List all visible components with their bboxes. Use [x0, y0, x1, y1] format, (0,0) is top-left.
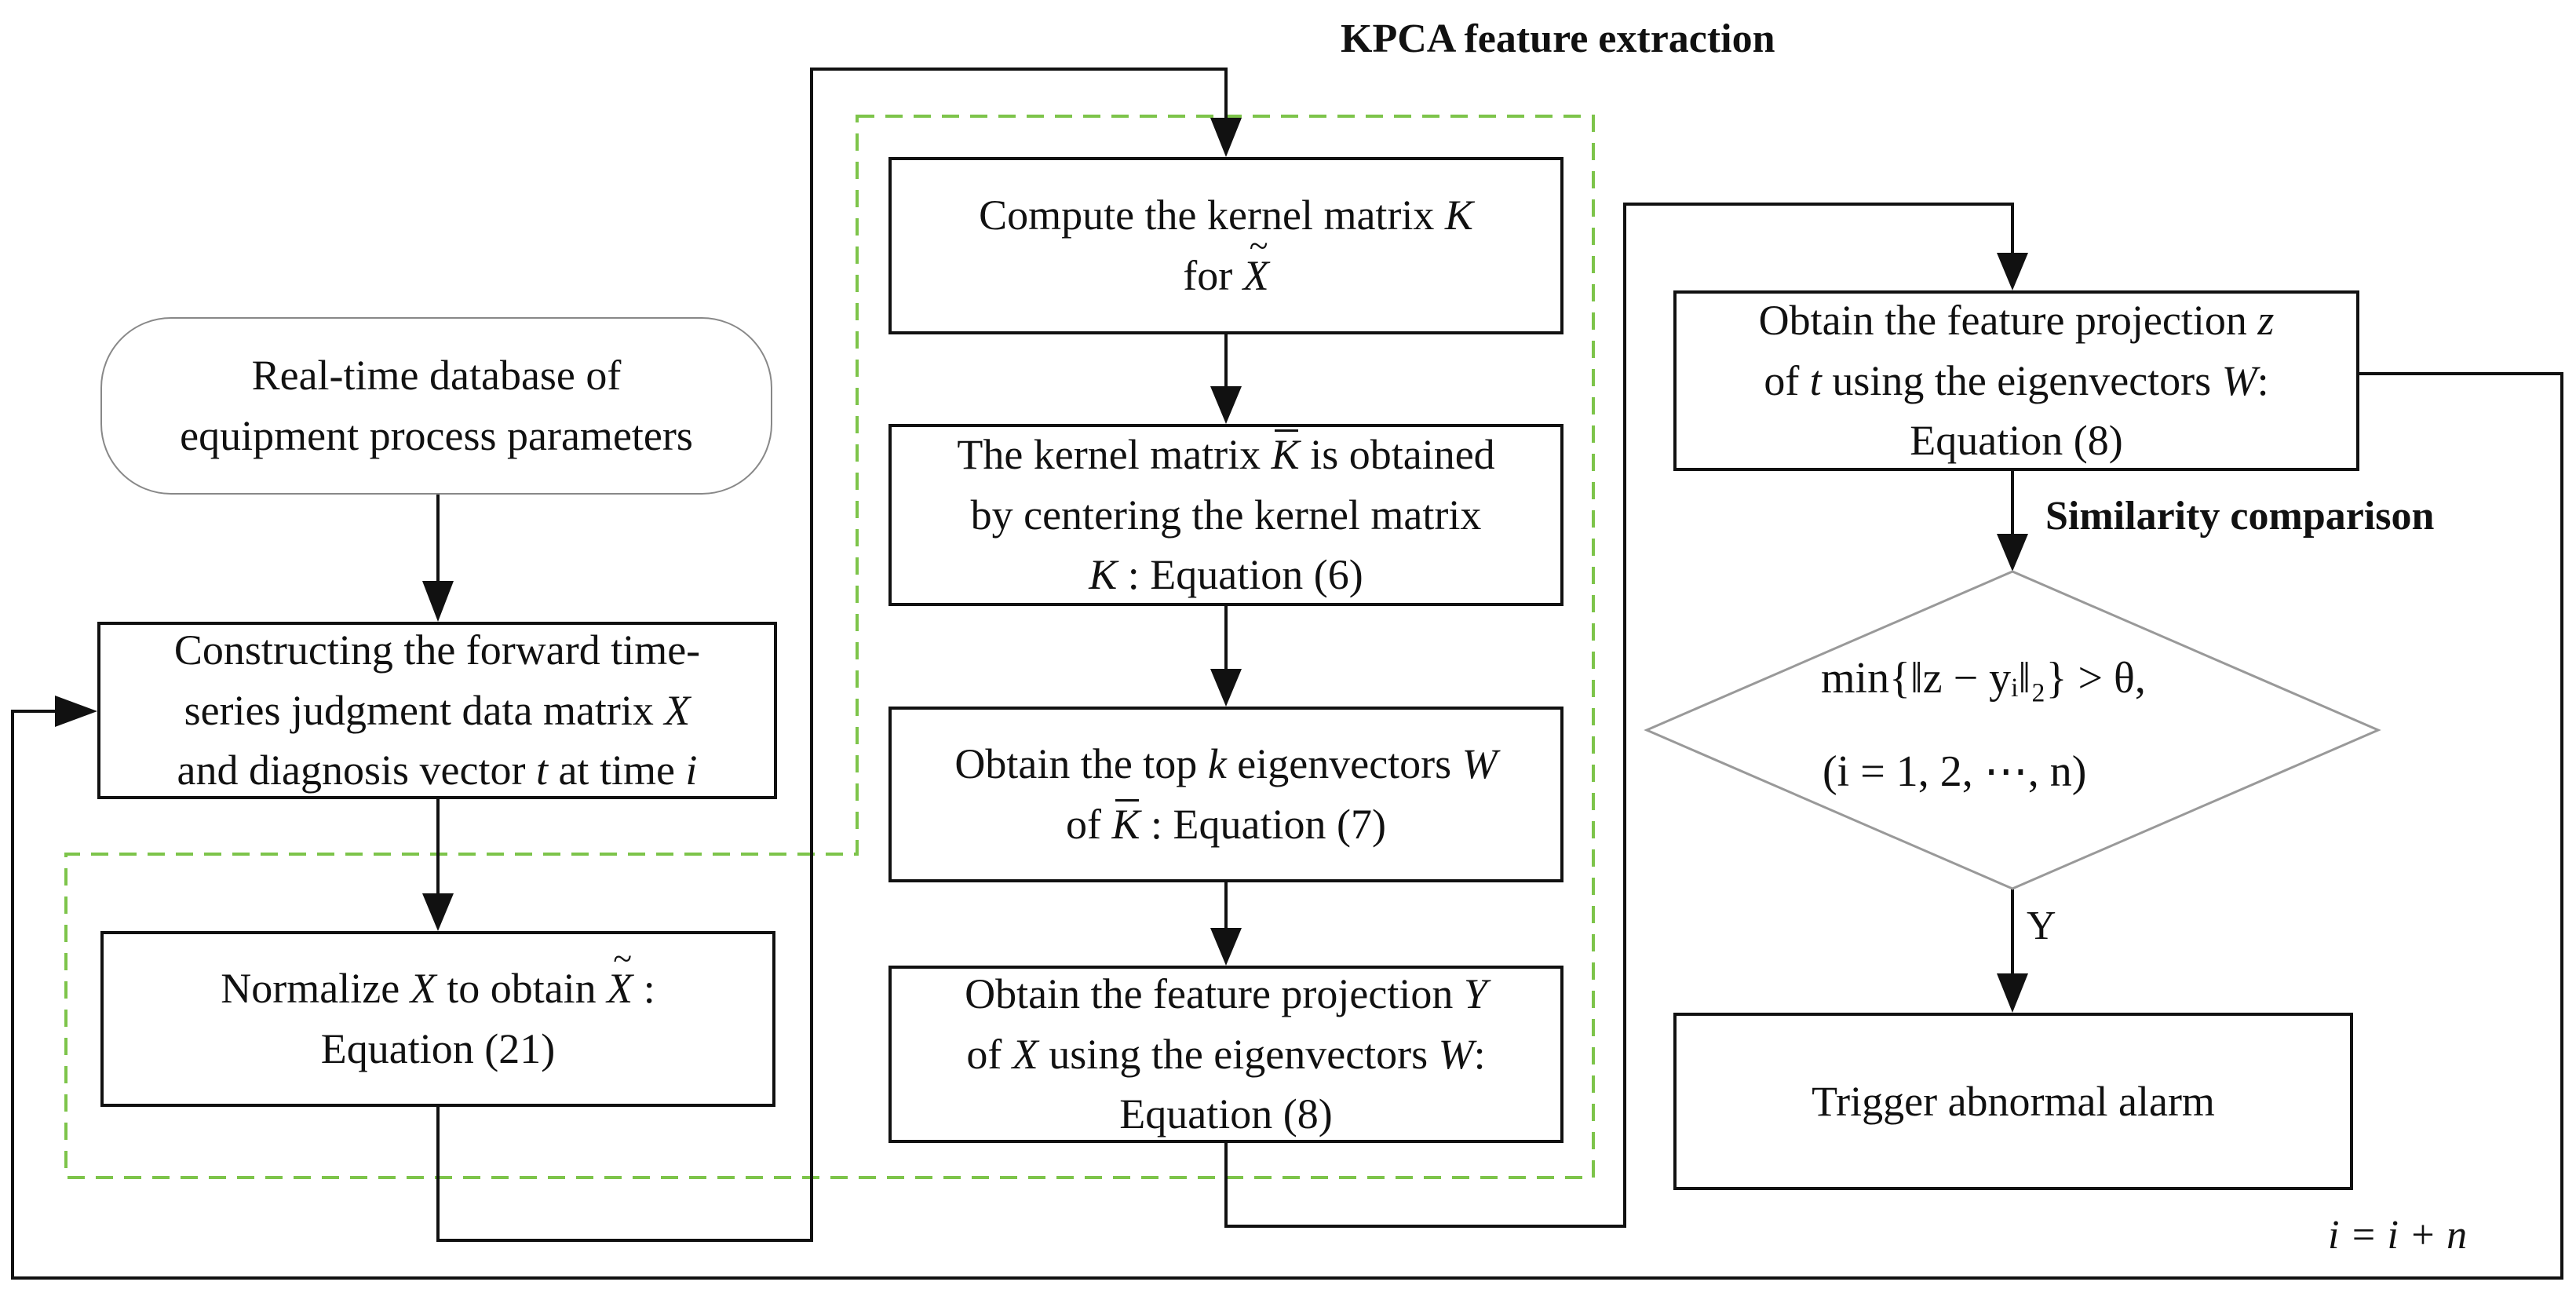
symbol-i: i — [685, 747, 698, 794]
arrowhead — [1210, 669, 1242, 707]
symbol-W: W — [2221, 356, 2257, 404]
eigen-node: Obtain the top k eigenvectors W of K : E… — [888, 707, 1563, 882]
database-line2: equipment process parameters — [180, 412, 693, 459]
symbol-K: K — [1089, 551, 1118, 599]
similarity-heading: Similarity comparison — [2045, 494, 2435, 539]
symbol-t: t — [1809, 356, 1822, 404]
normalize-line2: Equation (21) — [320, 1025, 556, 1072]
projection-z-line1: Obtain the feature projection z — [1759, 290, 2275, 351]
projection-y-line2: of X using the eigenvectors W: — [966, 1024, 1485, 1085]
yes-label: Y — [2027, 904, 2056, 948]
kpca-heading: KPCA feature extraction — [1341, 16, 1775, 61]
kernel-text: Compute the kernel matrix — [979, 192, 1435, 239]
symbol-z: z — [2257, 297, 2275, 344]
eigen-line2: of K : Equation (7) — [1066, 794, 1386, 855]
symbol-X: X — [1012, 1030, 1038, 1078]
arrowhead — [1210, 386, 1242, 424]
construct-line3: and diagnosis vector t at time i — [177, 740, 698, 801]
centering-text3: : Equation (6) — [1127, 551, 1363, 599]
centering-node: The kernel matrix K is obtained by cente… — [888, 424, 1563, 606]
symbol-X-tilde: X — [1243, 222, 1269, 306]
centering-text: The kernel matrix — [957, 431, 1261, 478]
symbol-X: X — [410, 965, 436, 1013]
decision-condition: min{‖z − yᵢ‖₂} > θ, — [1821, 654, 2146, 703]
projection-y-text: Obtain the feature projection — [965, 970, 1454, 1017]
normalize-text: Normalize — [221, 965, 400, 1013]
projection-y-text3: using the eigenvectors — [1049, 1030, 1428, 1078]
arrowhead — [1997, 973, 2028, 1013]
projection-z-line3: Equation (8) — [1910, 417, 2123, 465]
symbol-W: W — [1461, 740, 1498, 788]
projection-y-text2: of — [966, 1030, 1002, 1078]
symbol-W: W — [1438, 1030, 1474, 1078]
decision-diamond — [1644, 570, 2381, 890]
kernel-line2: for X — [1183, 222, 1269, 306]
kernel-node: Compute the kernel matrix K for X — [888, 157, 1563, 334]
centering-text2: is obtained — [1310, 431, 1495, 478]
edge-loop-back — [11, 372, 2563, 1280]
normalize-text2: to obtain — [447, 965, 597, 1013]
arrowhead — [55, 696, 97, 727]
decision-range: (i = 1, 2, ⋯, n) — [1823, 747, 2087, 796]
edge-projection-y-projection-z — [1224, 203, 2014, 1228]
eigen-text: Obtain the top — [954, 740, 1198, 788]
symbol-K-bar: K — [1112, 794, 1140, 855]
projection-z-text3: using the eigenvectors — [1832, 356, 2212, 404]
database-node: Real-time database of equipment process … — [100, 317, 772, 495]
alarm-label: Trigger abnormal alarm — [1812, 1077, 2215, 1125]
projection-z-node: Obtain the feature projection z of t usi… — [1673, 290, 2359, 471]
arrowhead — [1210, 928, 1242, 966]
symbol-t: t — [535, 747, 548, 794]
alarm-node: Trigger abnormal alarm — [1673, 1013, 2353, 1190]
kernel-text2: for — [1183, 252, 1233, 299]
arrowhead — [422, 893, 454, 931]
projection-z-text: Obtain the feature projection — [1758, 297, 2247, 344]
centering-line1: The kernel matrix K is obtained — [957, 425, 1495, 485]
projection-y-line3: Equation (8) — [1119, 1090, 1333, 1138]
projection-z-line2: of t using the eigenvectors W: — [1764, 351, 2268, 411]
construct-line2: series judgment data matrix X — [184, 681, 691, 741]
eigen-text3: of — [1066, 801, 1101, 848]
symbol-K-bar: K — [1272, 425, 1300, 485]
normalize-colon: : — [643, 965, 655, 1013]
loop-increment-label: i = i + n — [2328, 1213, 2468, 1258]
projection-z-colon: : — [2257, 356, 2269, 404]
projection-z-text2: of — [1764, 356, 1800, 404]
arrowhead — [1997, 253, 2028, 290]
arrowhead — [422, 581, 454, 622]
symbol-K: K — [1444, 192, 1473, 239]
eigen-text2: eigenvectors — [1237, 740, 1452, 788]
construct-line3-text2: at time — [558, 747, 675, 794]
centering-line2: by centering the kernel matrix — [970, 491, 1482, 539]
centering-line3: K : Equation (6) — [1089, 545, 1363, 605]
projection-y-colon: : — [1473, 1030, 1486, 1078]
construct-line2-text: series judgment data matrix — [184, 686, 654, 734]
projection-y-line1: Obtain the feature projection Y — [965, 964, 1487, 1024]
arrowhead — [1997, 534, 2028, 571]
edge-normalize-kernel — [436, 68, 1228, 1242]
construct-node: Constructing the forward time- series ju… — [97, 622, 777, 799]
kpca-group-outline — [64, 115, 1595, 1179]
symbol-Y: Y — [1463, 970, 1487, 1017]
kernel-line1: Compute the kernel matrix K — [979, 185, 1473, 246]
arrowhead — [1210, 118, 1242, 157]
normalize-line1: Normalize X to obtain X : — [221, 935, 655, 1019]
database-line1: Real-time database of — [251, 352, 622, 400]
construct-line3-text: and diagnosis vector — [177, 747, 526, 794]
symbol-k: k — [1207, 740, 1227, 788]
construct-line1: Constructing the forward time- — [173, 626, 701, 674]
eigen-line1: Obtain the top k eigenvectors W — [954, 734, 1497, 794]
eigen-text4: : Equation (7) — [1151, 801, 1386, 848]
symbol-X-tilde: X — [607, 935, 633, 1019]
normalize-node: Normalize X to obtain X : Equation (21) — [100, 931, 775, 1107]
symbol-X: X — [664, 686, 691, 734]
projection-y-node: Obtain the feature projection Y of X usi… — [888, 966, 1563, 1143]
